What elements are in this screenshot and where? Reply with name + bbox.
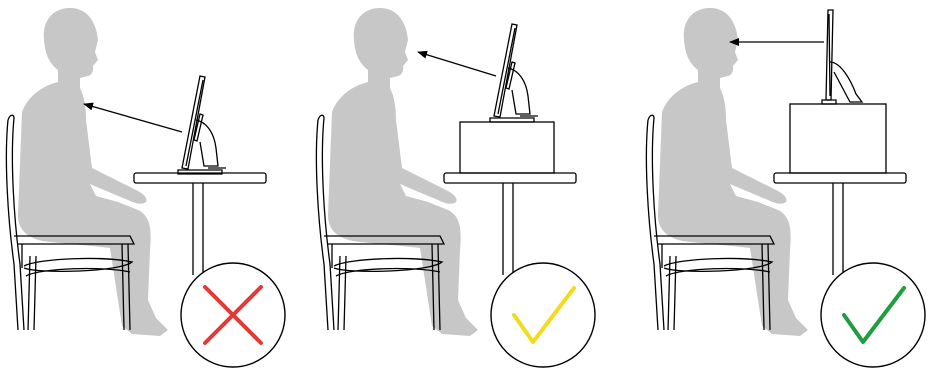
riser-box-2 [460, 122, 554, 173]
monitor-on-tall-box [822, 10, 862, 104]
monitor-on-box [490, 24, 538, 122]
gaze-arrow-1 [84, 104, 182, 132]
panel-eye-level [646, 8, 925, 367]
verdict-badge-2 [491, 263, 595, 367]
gaze-arrow-2 [418, 52, 496, 76]
verdict-badge-3 [821, 263, 925, 367]
panel-low [6, 8, 285, 367]
monitor-on-table [178, 76, 226, 174]
riser-box-3 [790, 104, 886, 173]
badge-circle [821, 263, 925, 367]
badge-circle [491, 263, 595, 367]
verdict-badge-1 [181, 263, 285, 367]
panel-raised [316, 8, 595, 367]
